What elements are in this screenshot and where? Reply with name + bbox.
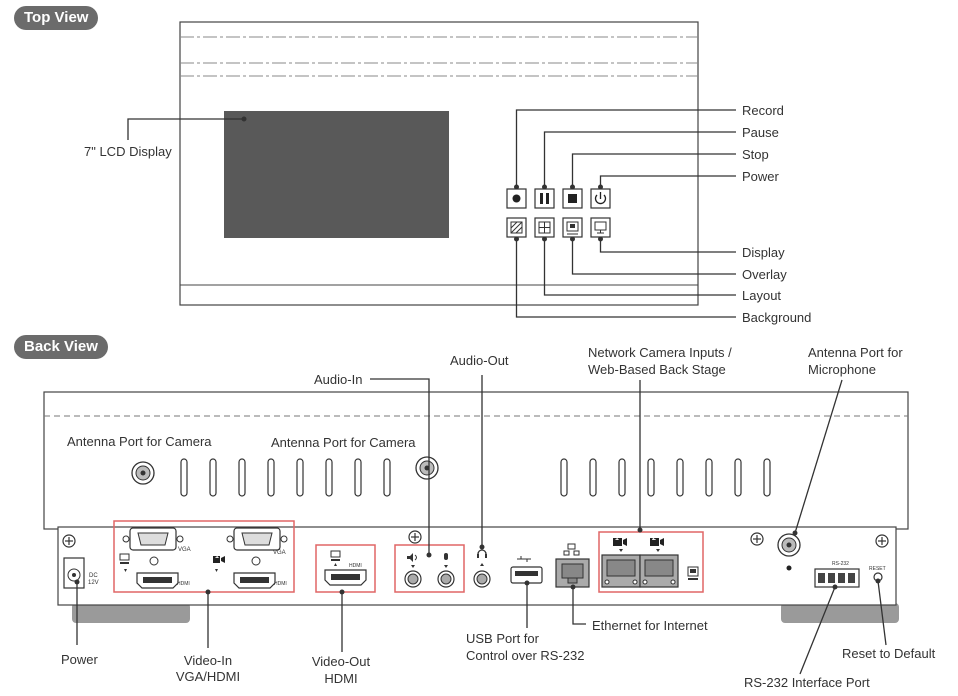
label-display: Display [742,245,785,260]
rs232-panel-text: RS-232 [832,561,849,567]
video-out-box [315,544,376,593]
ethernet-port [555,558,590,588]
label-antenna-mic-line2: Microphone [808,362,876,377]
label-background: Background [742,310,812,325]
back-callouts [74,375,887,675]
top-buttons [506,188,611,238]
label-ethernet: Ethernet for Internet [592,618,708,633]
video-in-box [113,520,295,593]
label-reset: Reset to Default [842,646,936,661]
label-network-line1: Network Camera Inputs / [588,345,732,360]
top-view-device [179,21,699,306]
label-video-out-line2: HDMI [324,671,358,686]
vga-port-2 [226,527,288,551]
label-antenna-mic-line1: Antenna Port for [808,345,903,360]
antenna-port-microphone [777,533,801,557]
label-power-back: Power [61,652,98,667]
label-antenna-camera-2: Antenna Port for Camera [271,435,416,450]
hdmi-out-port [324,569,367,586]
audio-in-jack-1 [404,570,422,588]
label-video-out-line1: Video-Out [311,654,371,669]
top-callouts [127,109,736,318]
hdmi-text-1: HDMI [177,581,190,587]
back-view-device [43,391,909,623]
cam1-badge-text: 1 [615,535,619,542]
label-layout: Layout [742,288,782,303]
label-power-top: Power [742,169,779,184]
vga-text-1: VGA [178,547,191,553]
back-view-tag: Back View [14,335,108,359]
label-pause: Pause [742,125,779,140]
label-rs232: RS-232 Interface Port [744,675,870,690]
label-antenna-camera-1: Antenna Port for Camera [67,434,212,449]
label-overlay: Overlay [742,267,787,282]
label-video-in-line1: Video-In [183,653,233,668]
antenna-port-camera-1 [131,461,155,485]
label-stop: Stop [742,147,769,162]
top-view-tag: Top View [14,6,99,30]
hdmi-out-text: HDMI [349,563,362,569]
hdmi-in-port-2 [233,572,276,589]
dc-power-port [63,557,85,589]
usb-port [510,566,543,584]
antenna-port-camera-2 [415,456,439,480]
label-audio-in: Audio-In [314,372,363,387]
label-record: Record [742,103,784,118]
network-camera-port-1 [601,554,641,588]
label-network-line2: Web-Based Back Stage [588,362,726,377]
label-audio-out: Audio-Out [450,353,509,368]
label-lcd-display: 7" LCD Display [84,144,172,159]
rs232-port [814,568,860,588]
vga-port-1 [122,527,184,551]
12v-text: 12V [88,580,99,586]
label-usb-line1: USB Port for [466,631,539,646]
audio-in-jack-2 [437,570,455,588]
label-video-in-line2: VGA/HDMI [175,669,241,684]
reset-panel-text: RESET [869,566,886,572]
cam2-badge-text: 2 [652,535,656,542]
dc-text: DC [89,573,98,579]
label-usb-line2: Control over RS-232 [466,648,585,663]
hdmi-in-port-1 [136,572,179,589]
hdmi-text-2: HDMI [274,581,287,587]
vga-text-2: VGA [273,550,286,556]
display-button[interactable] [590,217,611,238]
lcd-display [224,111,449,238]
cam-in-badge-text: 1 [215,553,219,560]
audio-out-jack [473,570,491,588]
network-camera-port-2 [639,554,679,588]
pause-button[interactable] [534,188,555,209]
network-camera-box [598,531,704,593]
